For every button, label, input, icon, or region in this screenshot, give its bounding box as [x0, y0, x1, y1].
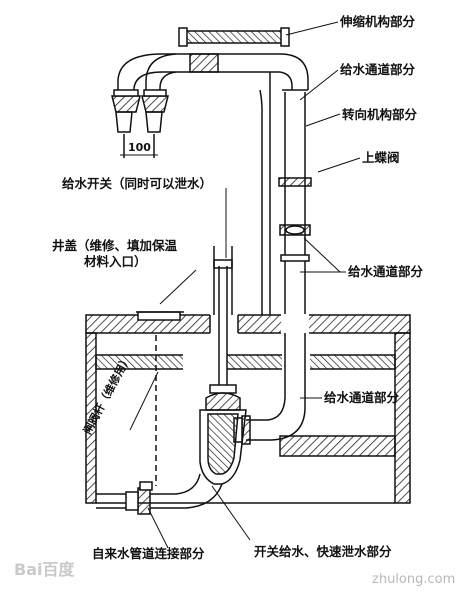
label-supply-pipe: 自来水管道连接部分 [92, 546, 205, 561]
main-vertical-pipe [278, 89, 312, 315]
label-switch-drain: 开关给水、快速泄水部分 [254, 544, 392, 559]
supply-pipe [96, 473, 223, 515]
ground-slab [85, 311, 411, 334]
label-dimension-100: 100 [128, 141, 151, 154]
label-turning: 转向机构部分 [342, 107, 418, 122]
pit-pipe [233, 333, 306, 445]
telescopic-mechanism [178, 27, 290, 73]
label-water-switch: 给水开关（同时可以泄水） [62, 176, 213, 191]
label-telescopic: 伸缩机构部分 [340, 14, 416, 29]
label-well-cover-2: 材料入口） [84, 254, 147, 269]
nozzles [111, 89, 169, 133]
label-water-channel-mid: 给水通道部分 [348, 264, 424, 279]
pit-walls [85, 332, 411, 504]
label-well-cover-1: 井盖（维修、填加保温 [52, 238, 178, 253]
watermark-zhulong: zhulong.com [372, 572, 456, 587]
leader-lines [129, 21, 361, 549]
label-water-channel-top: 给水通道部分 [340, 62, 416, 77]
dimension-100 [120, 134, 158, 158]
outer-riser [259, 72, 271, 315]
switch-valve [199, 246, 250, 485]
label-upper-valve: 上蝶阀 [362, 150, 400, 165]
watermark-baidu: Bai百度 [14, 560, 75, 579]
top-pipe [117, 53, 309, 92]
label-water-channel-low: 给水通道部分 [324, 390, 400, 405]
